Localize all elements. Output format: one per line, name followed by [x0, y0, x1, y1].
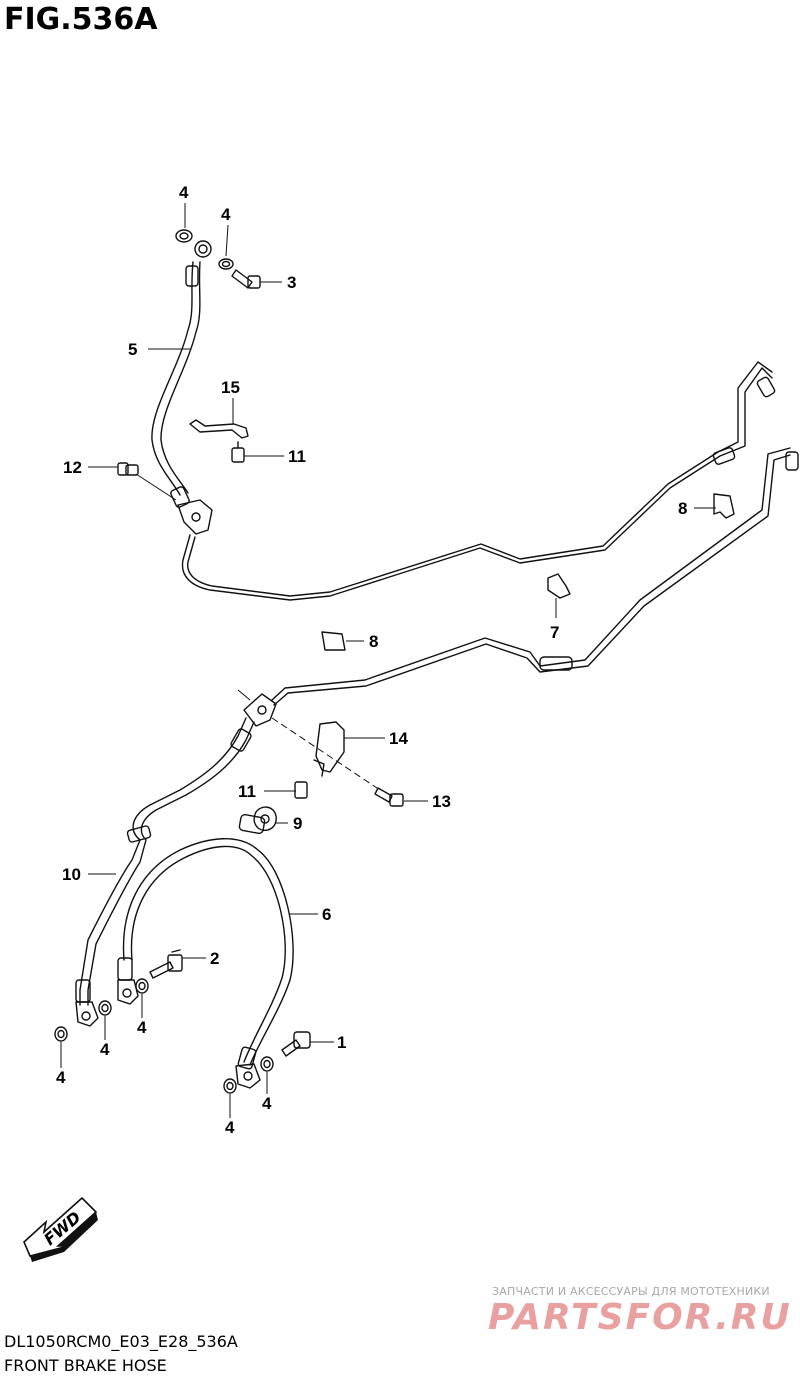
callout-8-middle: 8 — [369, 632, 378, 651]
union-bolt-3[interactable] — [231, 269, 261, 289]
callout-12: 12 — [63, 458, 82, 477]
callout-4-b: 4 — [100, 1040, 110, 1059]
brake-pipe-lower[interactable] — [271, 447, 799, 706]
washer-4-lower-c[interactable] — [135, 978, 149, 994]
washer-4-lower-a[interactable] — [54, 1026, 68, 1042]
hose-joint-upper[interactable] — [177, 499, 213, 535]
fwd-arrow-icon: FWD — [23, 1196, 98, 1262]
callout-4-top-right: 4 — [221, 205, 231, 224]
callout-8-upper: 8 — [678, 499, 687, 518]
brake-hose-6[interactable] — [117, 813, 294, 1089]
clamp-9[interactable] — [253, 806, 277, 832]
callout-4-c: 4 — [137, 1018, 147, 1037]
brake-pipe-upper[interactable] — [181, 361, 776, 601]
callout-4-d: 4 — [225, 1118, 235, 1137]
watermark-caption: ЗАПЧАСТИ И АКСЕССУАРЫ ДЛЯ МОТОТЕХНИКИ — [492, 1285, 770, 1298]
callout-13: 13 — [432, 792, 451, 811]
figure-caption: FRONT BRAKE HOSE — [4, 1356, 167, 1375]
callout-4-e: 4 — [262, 1094, 272, 1113]
washer-4-lower-e[interactable] — [260, 1056, 274, 1072]
leader-lines — [60, 203, 716, 1118]
washer-4-top-right[interactable] — [218, 258, 234, 270]
washer-4-lower-b[interactable] — [98, 1000, 112, 1016]
callout-14: 14 — [389, 729, 408, 748]
callout-1: 1 — [337, 1033, 346, 1052]
callout-5: 5 — [128, 340, 137, 359]
callout-6: 6 — [322, 905, 331, 924]
callout-7: 7 — [550, 623, 559, 642]
brake-hose-10[interactable] — [75, 717, 255, 1027]
bolt-13[interactable] — [374, 787, 404, 807]
callout-15: 15 — [221, 378, 240, 397]
bracket-14[interactable] — [313, 721, 345, 777]
figure-code: DL1050RCM0_E03_E28_536A — [4, 1332, 238, 1351]
callout-11-lower: 11 — [238, 782, 256, 801]
clip-8-upper[interactable] — [713, 493, 735, 519]
callout-2: 2 — [210, 949, 219, 968]
callout-10: 10 — [62, 865, 81, 884]
watermark-logo: PARTSFOR.RU — [488, 1297, 792, 1338]
callout-11-upper: 11 — [288, 447, 306, 466]
washer-4-lower-d[interactable] — [223, 1078, 237, 1094]
callout-3: 3 — [287, 273, 296, 292]
callout-9: 9 — [293, 814, 302, 833]
clip-7[interactable] — [547, 573, 571, 599]
bolt-11-upper[interactable] — [231, 441, 245, 463]
clamp-15[interactable] — [189, 419, 249, 439]
union-bolt-1[interactable] — [281, 1031, 311, 1057]
hose-joint-lower[interactable] — [237, 689, 381, 791]
bolt-12[interactable] — [117, 462, 139, 476]
callout-4-top-left: 4 — [179, 183, 189, 202]
bolt-11-lower[interactable] — [294, 781, 308, 799]
callout-4-a: 4 — [56, 1068, 66, 1087]
clip-8-middle[interactable] — [321, 631, 346, 651]
figure-title: FIG.536A — [4, 2, 158, 37]
washer-4-top-left[interactable] — [175, 229, 193, 243]
brake-hose-5[interactable] — [151, 240, 212, 508]
union-bolt-2[interactable] — [149, 949, 183, 979]
